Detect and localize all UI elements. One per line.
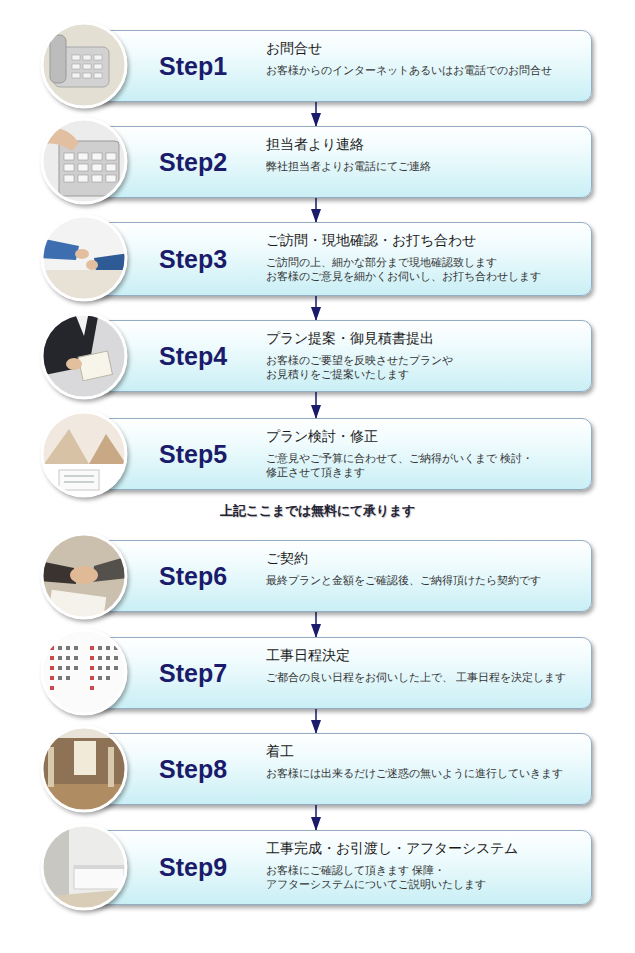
step-description: お客様からのインターネットあるいはお電話でのお問合せ	[266, 64, 586, 78]
step-heading: ご訪問・現地確認・お打ち合わせ	[266, 231, 586, 249]
step-text-column: プラン提案・御見積書提出お客様のご要望を反映させたプランや お見積りをご提案いた…	[266, 321, 586, 383]
step-text-column: ご訪問・現地確認・お打ち合わせご訪問の上、細かな部分まで現地確認致します お客様…	[266, 223, 586, 285]
flow-arrow	[315, 392, 317, 418]
step-box: Step7工事日程決定ご都合の良い日程をお伺いした上で、 工事日程を決定します	[68, 637, 592, 709]
free-note: 上記ここまでは無料にて承ります	[220, 502, 415, 520]
step-heading: 担当者より連絡	[266, 135, 586, 153]
step-number: Step1	[159, 52, 266, 81]
step-box: Step1お問合せお客様からのインターネットあるいはお電話でのお問合せ	[68, 30, 592, 102]
construction-photo	[39, 724, 129, 814]
step-description: ご都合の良い日程をお伺いした上で、 工事日程を決定します	[266, 671, 586, 685]
step-box: Step9工事完成・お引渡し・アフターシステムお客様にご確認して頂きます 保障・…	[68, 830, 592, 905]
step-description: ご意見やご予算に合わせて、ご納得がいくまで 検討・修正させて頂きます	[266, 452, 586, 481]
step-heading: 工事日程決定	[266, 646, 586, 664]
step-box: Step2担当者より連絡弊社担当者よりお電話にてご連絡	[68, 126, 592, 198]
step-description: お客様には出来るだけご迷惑の無いように進行していきます	[266, 767, 586, 781]
step-text-column: お問合せお客様からのインターネットあるいはお電話でのお問合せ	[266, 31, 586, 78]
step-box: Step8着工お客様には出来るだけご迷惑の無いように進行していきます	[68, 733, 592, 805]
handshake-photo	[39, 531, 129, 621]
step-text-column: 工事日程決定ご都合の良い日程をお伺いした上で、 工事日程を決定します	[266, 638, 586, 685]
step-description: 最終プランと金額をご確認後、ご納得頂けたら契約です	[266, 574, 586, 588]
step-number: Step5	[159, 440, 266, 469]
step-box: Step4プラン提案・御見積書提出お客様のご要望を反映させたプランや お見積りを…	[68, 320, 592, 392]
step-text-column: 着工お客様には出来るだけご迷惑の無いように進行していきます	[266, 734, 586, 781]
step-number: Step2	[159, 148, 266, 177]
step-heading: プラン提案・御見積書提出	[266, 329, 586, 347]
flow-arrow	[315, 709, 317, 733]
kitchen-photo	[39, 822, 129, 912]
proposal-photo	[39, 311, 129, 401]
flow-arrow	[315, 805, 317, 830]
step-description: お客様にご確認して頂きます 保障・アフターシステムについてご説明いたします	[266, 864, 586, 893]
step-description: お客様のご要望を反映させたプランや お見積りをご提案いたします	[266, 354, 586, 383]
calendar-photo	[39, 627, 129, 717]
review-photo	[39, 409, 129, 499]
phone-photo	[39, 20, 129, 110]
step-box: Step5プラン検討・修正ご意見やご予算に合わせて、ご納得がいくまで 検討・修正…	[68, 418, 592, 490]
step-number: Step4	[159, 342, 266, 371]
meeting-photo	[39, 213, 129, 303]
step-box: Step3ご訪問・現地確認・お打ち合わせご訪問の上、細かな部分まで現地確認致しま…	[68, 222, 592, 296]
step-text-column: 担当者より連絡弊社担当者よりお電話にてご連絡	[266, 127, 586, 174]
note-line: 上記ここまでは無料にて承ります	[0, 501, 635, 520]
step-number: Step3	[159, 245, 266, 274]
step-text-column: プラン検討・修正ご意見やご予算に合わせて、ご納得がいくまで 検討・修正させて頂き…	[266, 419, 586, 481]
flow-arrow	[315, 198, 317, 222]
step-heading: ご契約	[266, 549, 586, 567]
flow-arrow	[315, 296, 317, 320]
step-heading: 工事完成・お引渡し・アフターシステム	[266, 839, 586, 857]
step-heading: お問合せ	[266, 39, 586, 57]
flow-arrow	[315, 102, 317, 126]
step-description: 弊社担当者よりお電話にてご連絡	[266, 160, 586, 174]
step-heading: 着工	[266, 742, 586, 760]
step-box: Step6ご契約最終プランと金額をご確認後、ご納得頂けたら契約です	[68, 540, 592, 612]
step-number: Step9	[159, 853, 266, 882]
calculator-photo	[39, 116, 129, 206]
step-heading: プラン検討・修正	[266, 427, 586, 445]
step-text-column: 工事完成・お引渡し・アフターシステムお客様にご確認して頂きます 保障・アフターシ…	[266, 831, 586, 893]
step-number: Step7	[159, 659, 266, 688]
flow-arrow	[315, 612, 317, 637]
step-text-column: ご契約最終プランと金額をご確認後、ご納得頂けたら契約です	[266, 541, 586, 588]
step-number: Step8	[159, 755, 266, 784]
step-description: ご訪問の上、細かな部分まで現地確認致します お客様のご意見を細かくお伺いし、お打…	[266, 256, 586, 285]
step-number: Step6	[159, 562, 266, 591]
